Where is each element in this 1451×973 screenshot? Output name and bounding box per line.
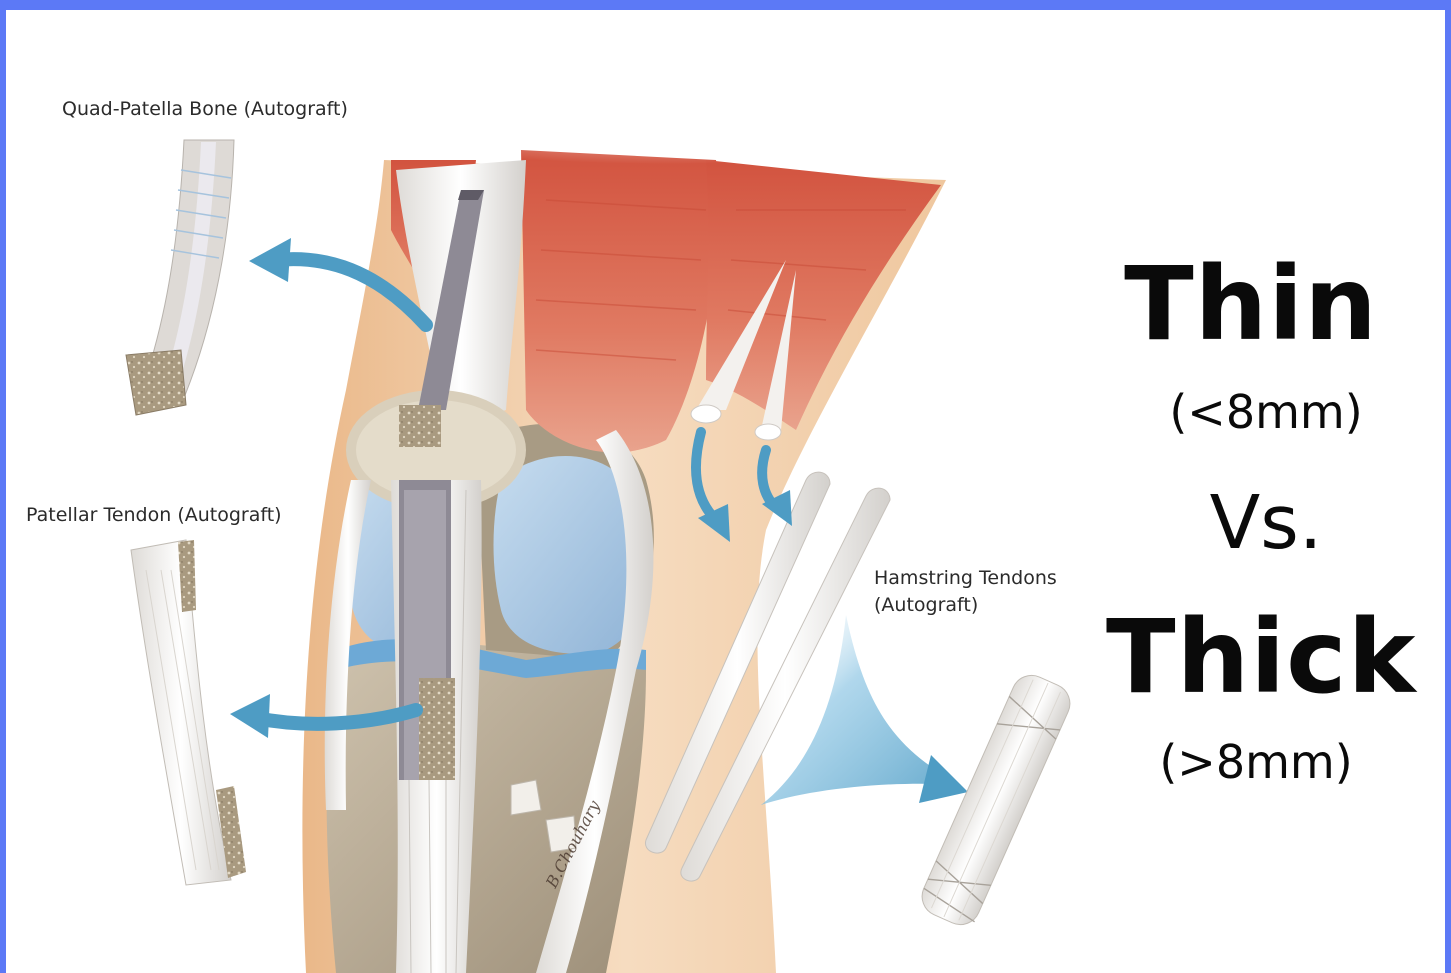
illustration-frame: Quad-Patella Bone (Autograft) Patellar T… xyxy=(6,10,1445,973)
prepared-hamstring-graft xyxy=(916,669,1077,931)
quad-patella-graft xyxy=(126,140,234,415)
arrow-patellar-tendon-head xyxy=(230,694,270,738)
hamstring-stump-1 xyxy=(691,405,721,423)
text-thin-size: (<8mm) xyxy=(1146,385,1386,439)
heading-thick: Thick xyxy=(1106,598,1416,717)
text-thick-size: (>8mm) xyxy=(1136,735,1376,789)
fan-arrow-head xyxy=(919,755,968,803)
text-versus: Vs. xyxy=(1146,480,1386,566)
label-hamstring-line1: Hamstring Tendons xyxy=(874,565,1057,591)
label-quad-patella: Quad-Patella Bone (Autograft) xyxy=(62,96,348,122)
patellar-tendon-graft xyxy=(131,540,246,885)
heading-thin: Thin xyxy=(1121,245,1381,364)
hamstring-stump-2 xyxy=(755,424,781,440)
arrow-quad-patella-head xyxy=(249,238,291,282)
harvest-bone-block-patella xyxy=(399,405,441,447)
label-patellar-tendon: Patellar Tendon (Autograft) xyxy=(26,502,282,528)
label-hamstring-line2: (Autograft) xyxy=(874,592,978,618)
harvest-bone-block-tibia xyxy=(419,678,455,780)
